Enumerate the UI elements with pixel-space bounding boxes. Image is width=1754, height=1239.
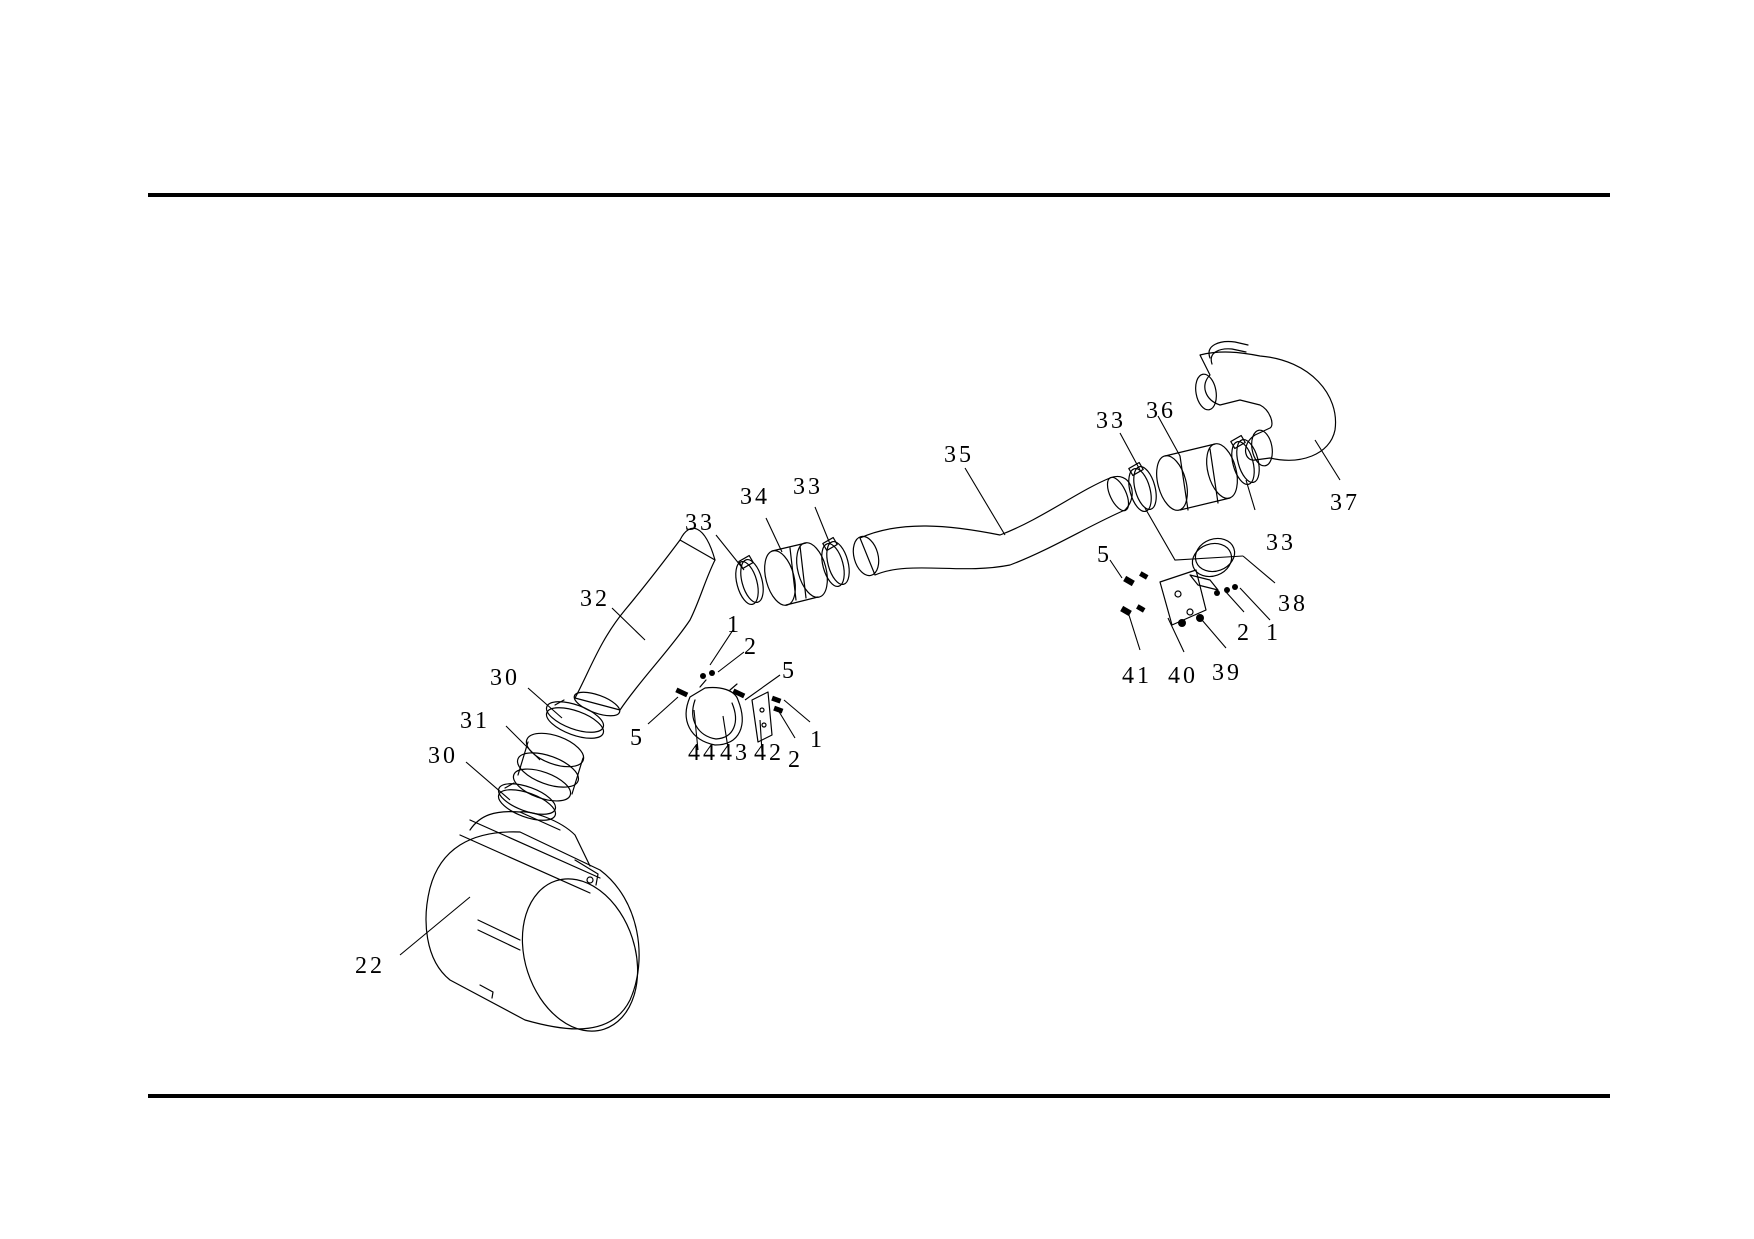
right-hardware xyxy=(1120,571,1238,627)
callout-5-right: 5 xyxy=(1097,542,1112,568)
part-22-air-cleaner xyxy=(425,810,640,1032)
callout-33-b: 33 xyxy=(793,474,823,500)
callout-30-upper: 30 xyxy=(490,665,520,691)
top-rule xyxy=(148,193,1610,197)
callout-1-lower: 1 xyxy=(810,727,825,753)
part-31-hump-hose xyxy=(512,732,585,802)
part-33-clamp-a xyxy=(735,554,764,606)
callout-33-d: 33 xyxy=(1266,530,1296,556)
part-35-intake-tube xyxy=(852,475,1133,577)
part-30-clamp-upper xyxy=(545,699,605,739)
callout-33-c: 33 xyxy=(1096,408,1126,434)
callout-2-upper: 2 xyxy=(744,634,759,660)
callout-2-lower: 2 xyxy=(788,747,803,773)
part-43-44-strap-clamp xyxy=(675,679,746,746)
part-32-intake-pipe xyxy=(573,527,716,717)
callout-44: 44 xyxy=(688,740,718,766)
callout-34: 34 xyxy=(740,484,770,510)
callout-32: 32 xyxy=(580,586,610,612)
part-36-coupling xyxy=(1156,443,1238,511)
callout-36: 36 xyxy=(1146,398,1176,424)
callout-22: 22 xyxy=(355,953,385,979)
left-hardware xyxy=(700,670,784,714)
callout-40: 40 xyxy=(1168,663,1198,689)
part-37-elbow xyxy=(1195,340,1337,467)
callouts: 22 30 31 30 32 33 34 33 35 33 36 33 37 3… xyxy=(355,398,1360,979)
leader-lines xyxy=(399,415,1341,956)
callout-5-mid: 5 xyxy=(782,658,797,684)
callout-39: 39 xyxy=(1212,660,1242,686)
callout-5-left: 5 xyxy=(630,725,645,751)
bottom-rule xyxy=(148,1094,1610,1098)
callout-30-lower: 30 xyxy=(428,743,458,769)
callout-35: 35 xyxy=(944,442,974,468)
part-30-clamp-lower xyxy=(497,782,557,821)
callout-31: 31 xyxy=(460,708,490,734)
part-34-coupling xyxy=(764,542,828,606)
callout-41: 41 xyxy=(1122,663,1152,689)
callout-1-right: 1 xyxy=(1266,620,1281,646)
part-42-bracket xyxy=(751,691,773,743)
callout-37: 37 xyxy=(1330,490,1360,516)
callout-38: 38 xyxy=(1278,591,1308,617)
part-33-clamp-c xyxy=(1128,461,1157,513)
callout-1-upper: 1 xyxy=(727,612,742,638)
callout-2-right: 2 xyxy=(1237,620,1252,646)
part-38-support-clamp xyxy=(1189,537,1236,591)
callout-42: 42 xyxy=(754,740,784,766)
callout-33-a: 33 xyxy=(685,510,715,536)
callout-43: 43 xyxy=(720,740,750,766)
part-33-clamp-b xyxy=(821,536,850,588)
part-40-bracket-plate xyxy=(1159,569,1207,626)
